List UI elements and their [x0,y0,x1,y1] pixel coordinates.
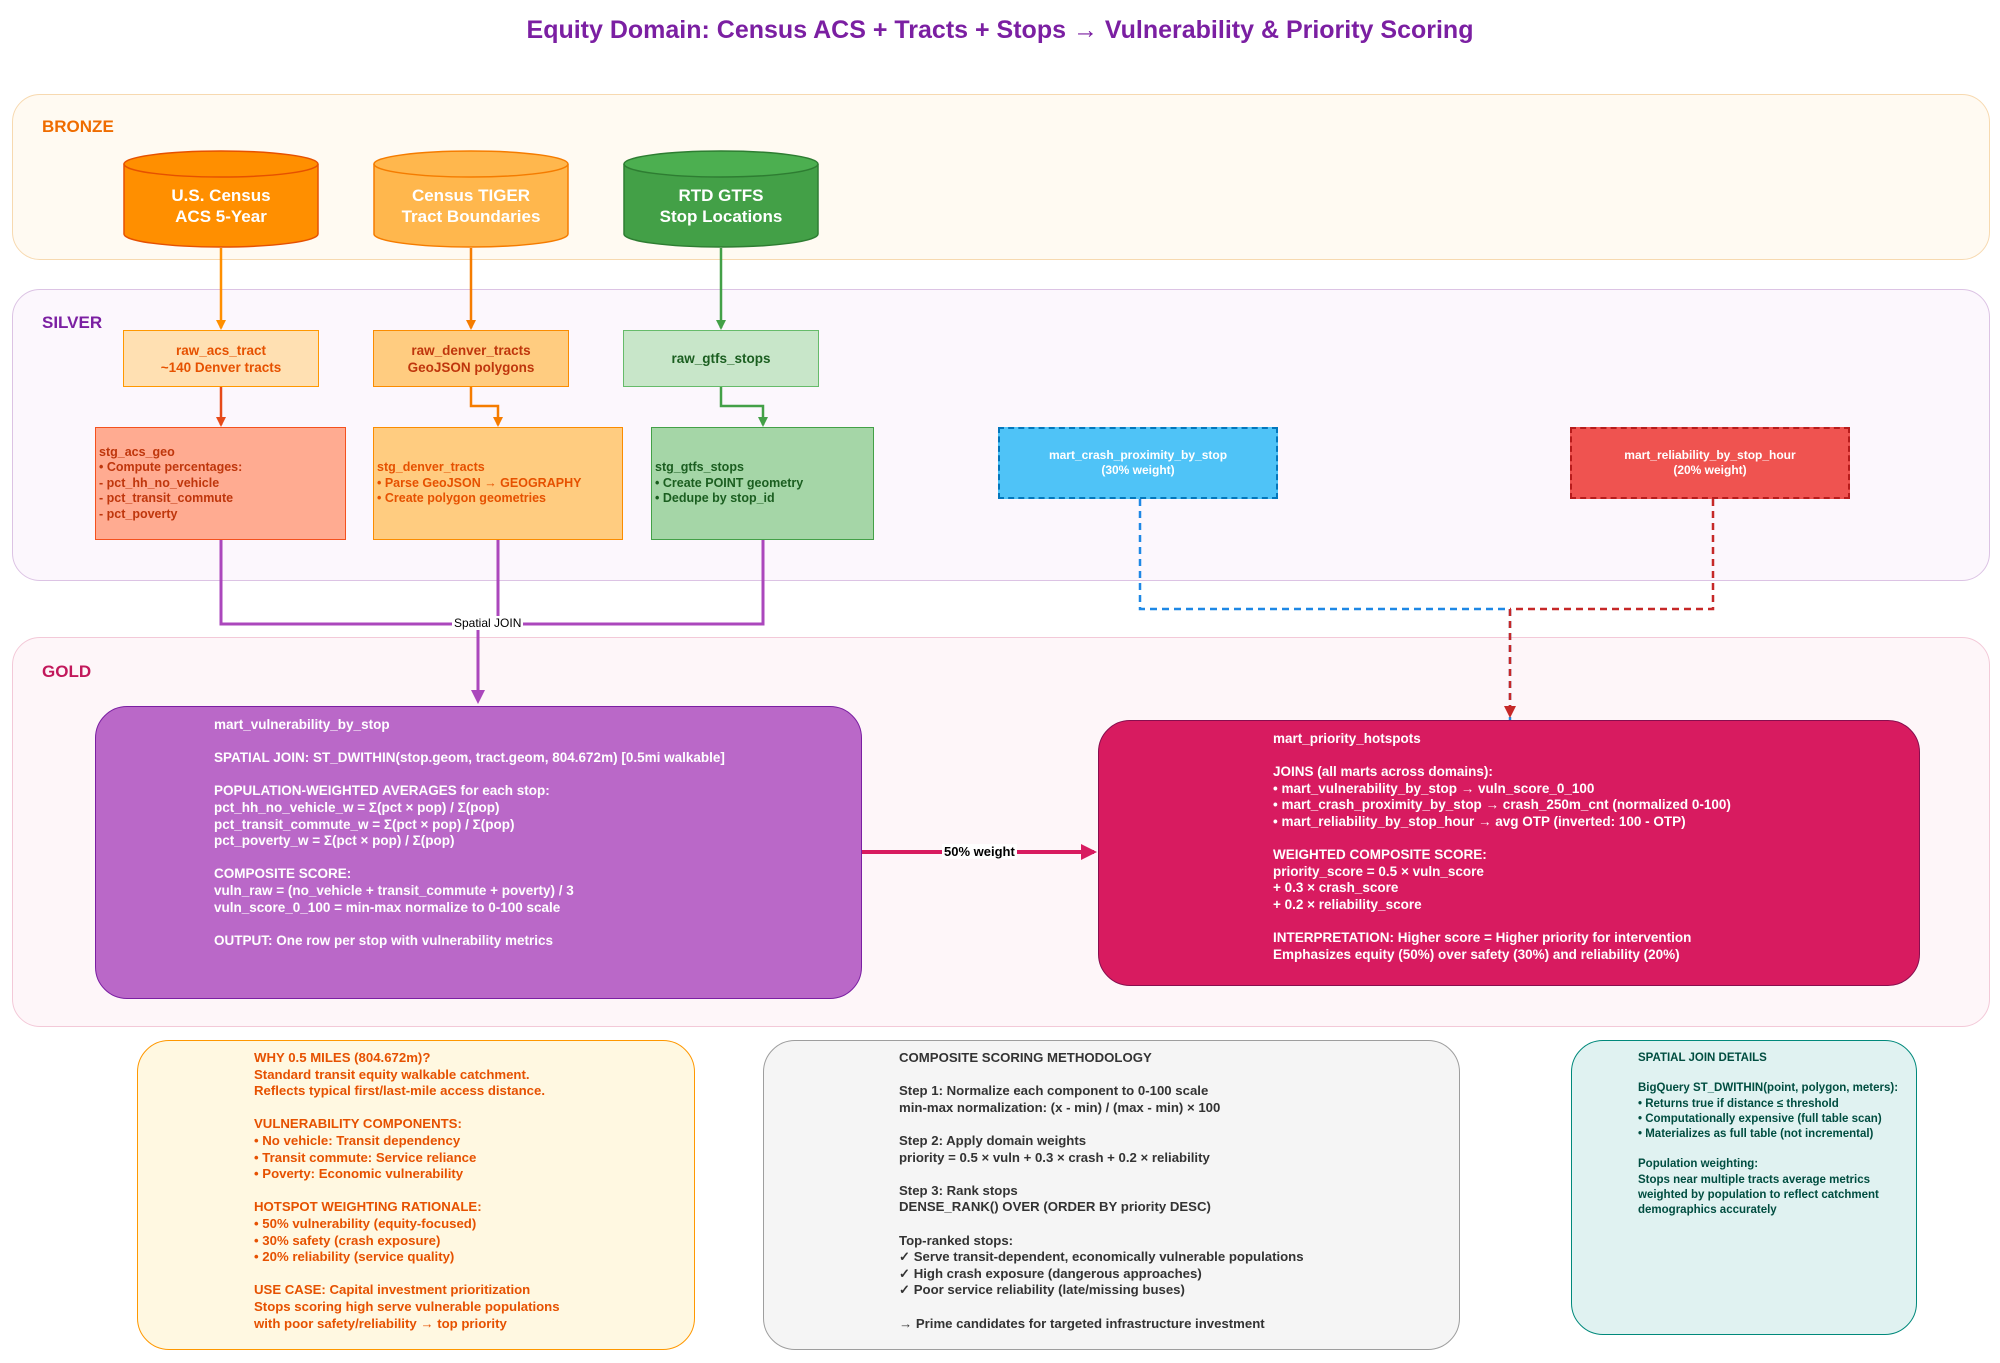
source-title: Census TIGER [411,186,531,205]
composite-scoring-note: COMPOSITE SCORING METHODOLOGY Step 1: No… [763,1040,1460,1350]
mart-vulnerability-by-stop-box: mart_vulnerability_by_stop SPATIAL JOIN:… [95,706,862,999]
spatial-join-details-note: SPATIAL JOIN DETAILS BigQuery ST_DWITHIN… [1571,1040,1917,1335]
why-half-mile-note: WHY 0.5 MILES (804.672m)? Standard trans… [137,1040,695,1350]
spatial-join-edge-label: Spatial JOIN [452,616,524,630]
stg-acs-geo-box: stg_acs_geo • Compute percentages: - pct… [95,427,346,540]
source-subtitle: Stop Locations [659,207,783,226]
cylinder-icon [623,150,819,248]
source-subtitle: ACS 5-Year [175,207,267,226]
raw-denver-tracts-box: raw_denver_tracts GeoJSON polygons [373,330,569,387]
weight-50-edge-label: 50% weight [942,844,1017,859]
raw-table-name: raw_acs_tract [175,342,267,358]
raw-acs-tract-box: raw_acs_tract ~140 Denver tracts [123,330,319,387]
raw-table-desc: ~140 Denver tracts [160,359,282,375]
silver-label: SILVER [42,313,103,332]
stg-denver-tracts-box: stg_denver_tracts • Parse GeoJSON → GEOG… [373,427,623,540]
diagram-title: Equity Domain: Census ACS + Tracts + Sto… [526,16,1474,44]
source-census-acs: U.S. Census ACS 5-Year [123,150,319,248]
mart-crash-proximity-box: mart_crash_proximity_by_stop (30% weight… [998,427,1278,499]
raw-table-name: raw_denver_tracts [411,342,531,358]
mart-priority-hotspots-box: mart_priority_hotspots JOINS (all marts … [1098,720,1920,986]
raw-gtfs-stops-box: raw_gtfs_stops [623,330,819,387]
cylinder-icon [123,150,319,248]
bronze-layer [12,94,1990,260]
source-rtd-gtfs: RTD GTFS Stop Locations [623,150,819,248]
source-census-tiger: Census TIGER Tract Boundaries [373,150,569,248]
gold-label: GOLD [42,662,92,681]
raw-table-desc: GeoJSON polygons [407,359,535,375]
mart-reliability-box: mart_reliability_by_stop_hour (20% weigh… [1570,427,1850,499]
source-subtitle: Tract Boundaries [401,207,541,226]
bronze-label: BRONZE [42,117,114,136]
source-title: U.S. Census [171,186,271,205]
raw-table-name: raw_gtfs_stops [671,351,771,366]
stg-gtfs-stops-box: stg_gtfs_stops • Create POINT geometry •… [651,427,874,540]
cylinder-icon [373,150,569,248]
source-title: RTD GTFS [678,186,764,205]
